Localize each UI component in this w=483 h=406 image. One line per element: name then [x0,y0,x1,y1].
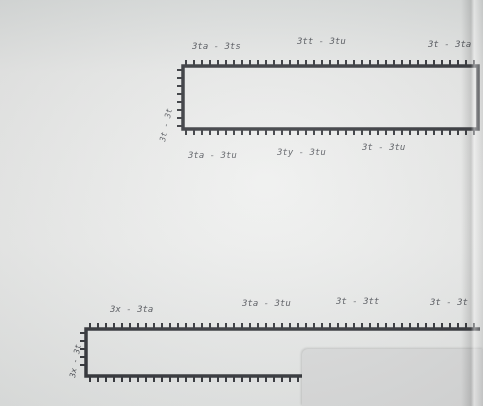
overlay-card [302,349,483,406]
bottom-label-3: 3t - 3tu [361,143,405,153]
bottom-rectangle-outline [84,327,304,378]
bottom-label-2: 3ty - 3tu [276,148,326,158]
top-label-3: 3t - 3ta [427,40,471,50]
paper-fold-shadow [461,0,483,406]
bottom-top-label-3: 3t - 3tt [335,297,379,307]
top-label-2: 3tt - 3tu [296,37,346,47]
bottom-top-label-2: 3ta - 3tu [241,299,291,309]
top-rectangle: 3ta - 3ts 3tt - 3tu 3t - 3ta 3ta - 3tu 3… [158,37,480,161]
bottom-rectangle-ticks [80,323,475,382]
top-label-1: 3ta - 3ts [191,42,241,52]
side-label-top: 3t - 3t [158,107,174,143]
bottom-label-1: 3ta - 3tu [187,151,237,161]
bottom-rectangle: 3x - 3ta 3ta - 3tu 3t - 3tt 3t - 3t 3x -… [68,297,480,382]
bottom-top-label-1: 3x - 3ta [109,305,153,315]
bottom-top-label-4: 3t - 3t [429,298,468,308]
top-rectangle-ticks [177,60,475,135]
top-rectangle-outline [181,64,480,131]
side-label-bottom: 3x - 3t [68,343,83,379]
